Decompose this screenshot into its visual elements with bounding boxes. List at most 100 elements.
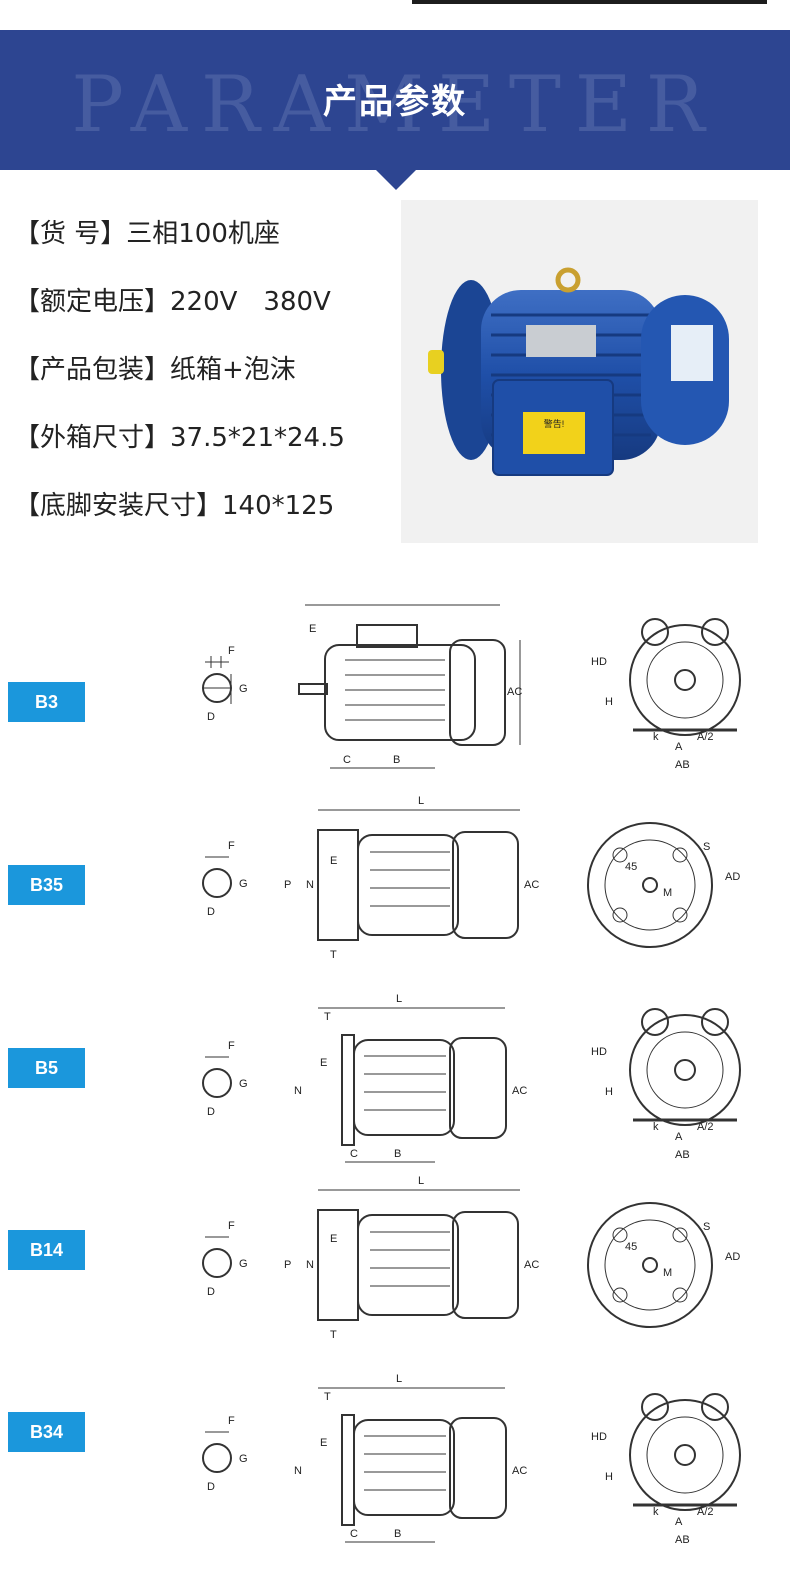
dim-label: k	[653, 1121, 659, 1133]
dim-label: F	[228, 645, 235, 657]
dim-label: T	[324, 1011, 331, 1023]
dim-label: C	[343, 754, 351, 766]
side-view-drawing: L E P N AC T	[284, 1175, 539, 1341]
dim-label: T	[330, 949, 337, 961]
mount-badge-b14: B14	[8, 1230, 85, 1270]
shaft-section-drawing: F G D	[202, 645, 248, 723]
parameter-banner: PARAMETER 产品参数	[0, 30, 790, 190]
dim-label: N	[294, 1465, 302, 1477]
dim-label: AD	[725, 871, 740, 883]
front-view-drawing: HD H k A A/2 AB	[591, 1008, 741, 1161]
spec-label: 【货 号】	[14, 219, 127, 249]
dim-label: P	[284, 1259, 291, 1271]
dim-label: D	[207, 1106, 215, 1118]
flange-view-drawing: 45 M S AD	[587, 822, 740, 948]
mount-row-b34: B34 F G D L T E N AC C B HD H k A A/2 AB	[0, 1370, 790, 1550]
motor-shaft-cap	[428, 350, 444, 374]
mount-row-b14: B14 F G D L E P N AC T 45 M S AD	[0, 1170, 790, 1350]
dim-label: L	[396, 993, 402, 1005]
dim-label: AB	[675, 759, 690, 771]
dim-label: F	[228, 1220, 235, 1232]
dim-label: H	[605, 696, 613, 708]
dim-label: S	[703, 1221, 710, 1233]
dim-label: AD	[725, 1251, 740, 1263]
motor-illustration: 警告!	[428, 267, 729, 476]
banner-pointer	[376, 170, 416, 190]
dim-label: AC	[512, 1085, 527, 1097]
dim-label: HD	[591, 1046, 607, 1058]
dim-label: E	[320, 1057, 327, 1069]
dim-label: E	[320, 1437, 327, 1449]
side-view-drawing: E AC C B	[298, 604, 522, 769]
dim-label: F	[228, 840, 235, 852]
spec-label: 【底脚安装尺寸】	[14, 491, 223, 521]
dim-label: D	[207, 711, 215, 723]
dim-label: HD	[591, 656, 607, 668]
side-view-drawing: L T E N AC C B	[294, 1373, 527, 1543]
motor-nameplate	[526, 325, 596, 357]
dim-label: AC	[524, 1259, 539, 1271]
mount-badge-b34: B34	[8, 1412, 85, 1452]
dim-label: M	[663, 1267, 672, 1279]
dim-label: B	[394, 1148, 401, 1160]
shaft-section-drawing: F G D	[202, 840, 248, 918]
dim-label: C	[350, 1148, 358, 1160]
dim-label: L	[396, 1373, 402, 1385]
dim-label: G	[239, 1258, 248, 1270]
dim-label: P	[284, 879, 291, 891]
dim-label: 45	[625, 861, 637, 873]
dim-label: L	[418, 1175, 424, 1187]
spec-value: 37.5*21*24.5	[170, 423, 345, 453]
side-view-drawing: L E P N AC T	[284, 795, 539, 961]
dim-label: A	[675, 1131, 683, 1143]
dim-label: HD	[591, 1431, 607, 1443]
dim-label: G	[239, 1078, 248, 1090]
dim-label: T	[330, 1329, 337, 1341]
spec-item-box-size: 【外箱尺寸】37.5*21*24.5	[14, 414, 394, 482]
motor-photo: 警告!	[401, 200, 758, 543]
dim-label: D	[207, 1481, 215, 1493]
dim-label: AC	[512, 1465, 527, 1477]
dim-label: A	[675, 1516, 683, 1528]
dim-label: k	[653, 1506, 659, 1518]
spec-list: 【货 号】三相100机座 【额定电压】220V 380V 【产品包装】纸箱+泡沫…	[14, 210, 394, 550]
dim-label: B	[393, 754, 400, 766]
spec-value: 纸箱+泡沫	[170, 355, 296, 385]
dim-label: E	[309, 623, 316, 635]
dim-label: H	[605, 1471, 613, 1483]
dim-label: k	[653, 731, 659, 743]
spec-item-packaging: 【产品包装】纸箱+泡沫	[14, 346, 394, 414]
top-divider-line	[412, 0, 767, 4]
dim-label: A	[675, 741, 683, 753]
dim-label: N	[306, 1259, 314, 1271]
shaft-section-drawing: F G D	[202, 1220, 248, 1298]
dim-label: M	[663, 887, 672, 899]
motor-label-plate	[671, 325, 713, 381]
spec-item-voltage: 【额定电压】220V 380V	[14, 278, 394, 346]
banner-title: 产品参数	[323, 82, 467, 122]
dim-label: 45	[625, 1241, 637, 1253]
front-view-drawing: HD H k A A/2 AB	[591, 1393, 741, 1546]
spec-label: 【外箱尺寸】	[14, 423, 171, 453]
side-view-drawing: L T E N AC C B	[294, 993, 527, 1163]
dim-label: A/2	[697, 731, 714, 743]
dim-label: L	[418, 795, 424, 807]
dim-label: AC	[524, 879, 539, 891]
spec-item-model: 【货 号】三相100机座	[14, 210, 394, 278]
dim-label: G	[239, 683, 248, 695]
dim-label: F	[228, 1415, 235, 1427]
mount-row-b35: B35 F G D L E P N AC T 45 M S AD	[0, 790, 790, 970]
dim-label: D	[207, 906, 215, 918]
spec-label: 【产品包装】	[14, 355, 171, 385]
dim-label: B	[394, 1528, 401, 1540]
spec-value: 140*125	[222, 491, 335, 521]
mount-badge-b35: B35	[8, 865, 85, 905]
dim-label: F	[228, 1040, 235, 1052]
dim-label: E	[330, 1233, 337, 1245]
dim-label: A/2	[697, 1506, 714, 1518]
shaft-section-drawing: F G D	[202, 1415, 248, 1493]
dim-label: S	[703, 841, 710, 853]
dim-label: AC	[507, 686, 522, 698]
dim-label: AB	[675, 1534, 690, 1546]
dim-label: C	[350, 1528, 358, 1540]
